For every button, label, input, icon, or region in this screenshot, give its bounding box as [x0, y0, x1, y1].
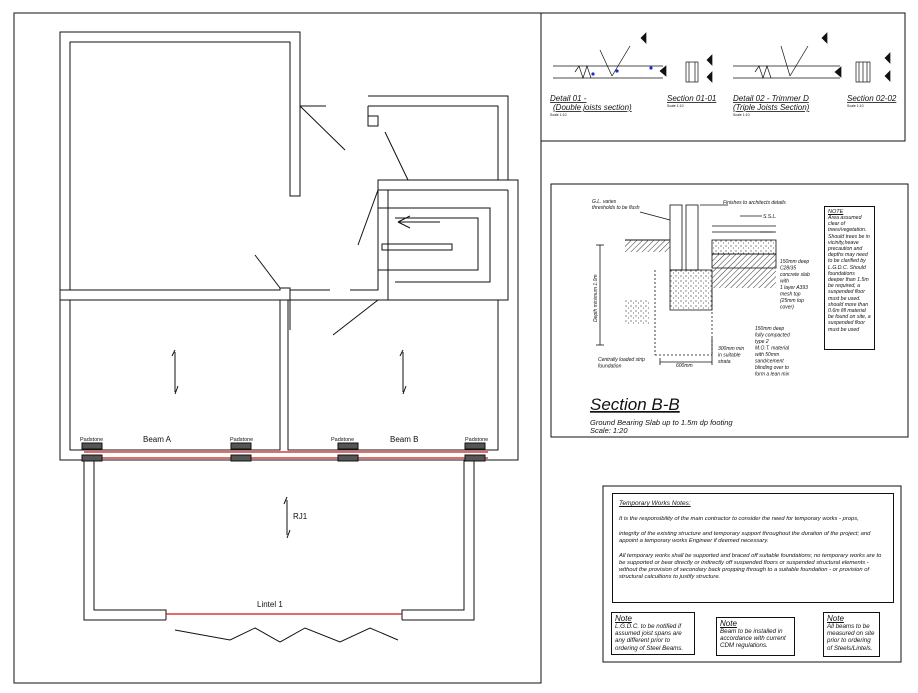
plan-frame	[13, 12, 542, 684]
beams	[81, 442, 488, 615]
padstone-label-1: Padstone	[80, 437, 103, 443]
note-measure-body: All beams to be measured on site prior t…	[827, 623, 875, 652]
padstone-label-4: Padstone	[465, 437, 488, 443]
section-bb-note: NOTE Area assumed clear of trees/vegetat…	[824, 206, 875, 350]
floor-plan	[59, 31, 519, 643]
section-bb-scale: Scale: 1:20	[590, 426, 628, 435]
depth-label: Depth minimum 1.0m	[593, 274, 599, 322]
section0202-title: Section 02-02	[847, 94, 897, 103]
compaction-note: 150mm deep fully compacted type 2 M.O.T.…	[755, 326, 791, 378]
lintel-label: Lintel 1	[257, 600, 283, 609]
beam-a-label: Beam A	[143, 435, 172, 444]
note-measure: Note All beams to be measured on site pr…	[823, 612, 880, 657]
bolt-marker	[649, 66, 653, 70]
note-lgdc: Note L.G.D.C. to be notified if assumed …	[611, 612, 695, 655]
rj1-label: RJ1	[293, 512, 308, 521]
detail01-scale: Scale 1:10	[550, 113, 567, 117]
padstone-1	[81, 442, 103, 450]
section-bb-note-body: Area assumed clear of trees/vegetation. …	[828, 215, 871, 333]
bolt-marker	[591, 72, 595, 76]
note-measure-title: Note	[827, 614, 844, 623]
note-cdm: Note Beam to be installed in accordance …	[716, 617, 795, 656]
section0101-title: Section 01-01	[667, 94, 716, 103]
ssl-label: S.S.L.	[763, 214, 777, 220]
note-lgdc-body: L.G.D.C. to be notified if assumed joist…	[615, 623, 684, 652]
section0202-scale: Scale 1:10	[847, 104, 864, 108]
section-bb-title: Section B-B	[590, 395, 680, 414]
detail01-title: Detail 01 -	[550, 94, 587, 103]
slab-note: 150mm deep C28/35 concrete slab with 1 l…	[780, 259, 811, 311]
beam-b-label: Beam B	[390, 435, 418, 444]
temporary-works-notes: Temporary Works Notes: It is the respons…	[612, 493, 894, 603]
detail01-subtitle: (Double joists section)	[553, 103, 632, 112]
temporary-works-p2: integrity of the existing structure and …	[619, 531, 871, 544]
strata-note: 300mm min in suitable strata	[718, 346, 746, 365]
detail02-subtitle: (Triple Joists Section)	[733, 103, 810, 112]
padstone-label-2: Padstone	[230, 437, 253, 443]
details-frame	[540, 12, 906, 142]
detail-drawings	[553, 32, 891, 83]
section-bb-subtitle: Ground Bearing Slab up to 1.5m dp footin…	[590, 418, 733, 427]
note-cdm-title: Note	[720, 619, 737, 628]
gl-note-2: thresholds to be flush	[592, 205, 640, 211]
temporary-works-p1: It is the responsibility of the main con…	[619, 516, 859, 522]
section0101-scale: Scale 1:10	[667, 104, 684, 108]
detail02-scale: Scale 1:10	[733, 113, 750, 117]
padstone-4	[464, 442, 486, 450]
padstone-label-3: Padstone	[331, 437, 354, 443]
detail02-title: Detail 02 - Trimmer D	[733, 94, 809, 103]
note-cdm-body: Beam to be installed in accordance with …	[720, 628, 786, 650]
width-label: 600mm	[676, 363, 693, 369]
strip-foundation-note: Centrally loaded strip foundation	[598, 357, 646, 370]
padstone-3	[337, 442, 359, 450]
section-bb-drawing	[596, 204, 777, 365]
bolt-marker	[615, 69, 619, 73]
section-bb-note-title: NOTE	[828, 209, 844, 215]
padstone-2	[230, 442, 252, 450]
note-lgdc-title: Note	[615, 614, 632, 623]
gl-note-1: G.L. varies	[592, 199, 617, 205]
notes-frame	[602, 485, 902, 663]
temporary-works-title: Temporary Works Notes:	[619, 500, 691, 507]
section-bb-frame	[550, 183, 909, 438]
finishes-note: Finishes to architects details	[723, 200, 786, 206]
temporary-works-p3: All temporary works shall be supported a…	[619, 553, 882, 580]
